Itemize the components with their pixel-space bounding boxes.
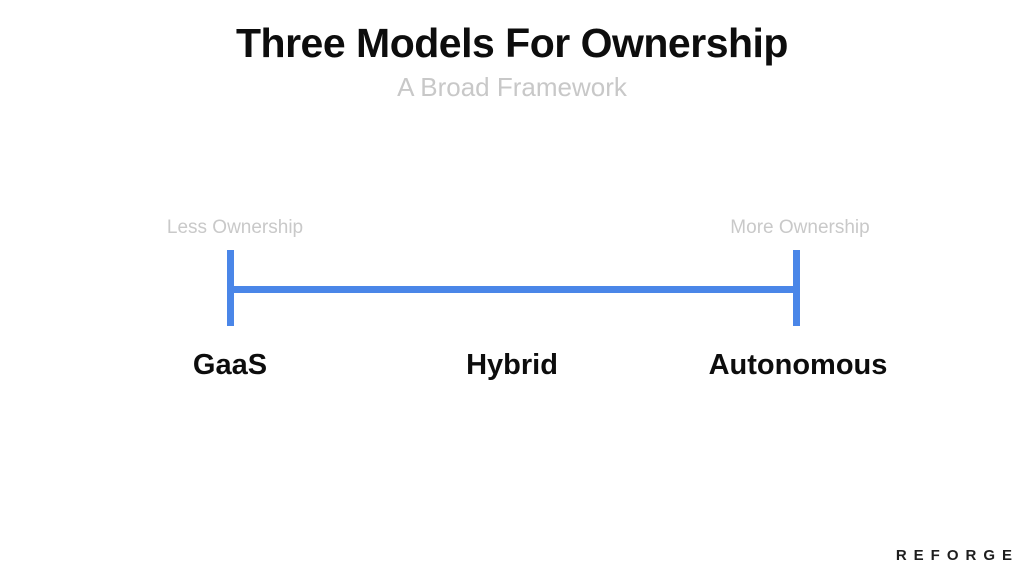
model-label-autonomous: Autonomous <box>708 349 888 381</box>
less-ownership-label: Less Ownership <box>166 217 304 238</box>
model-label-hybrid: Hybrid <box>466 349 558 381</box>
spectrum-axis-line <box>227 286 800 293</box>
spectrum-right-endcap <box>793 250 800 326</box>
page-title: Three Models For Ownership <box>236 20 788 66</box>
spectrum-left-endcap <box>227 250 234 326</box>
model-label-gaas: GaaS <box>192 349 268 381</box>
page-subtitle: A Broad Framework <box>397 72 627 102</box>
reforge-logo: REFORGE <box>895 547 1019 564</box>
more-ownership-label: More Ownership <box>730 217 870 238</box>
